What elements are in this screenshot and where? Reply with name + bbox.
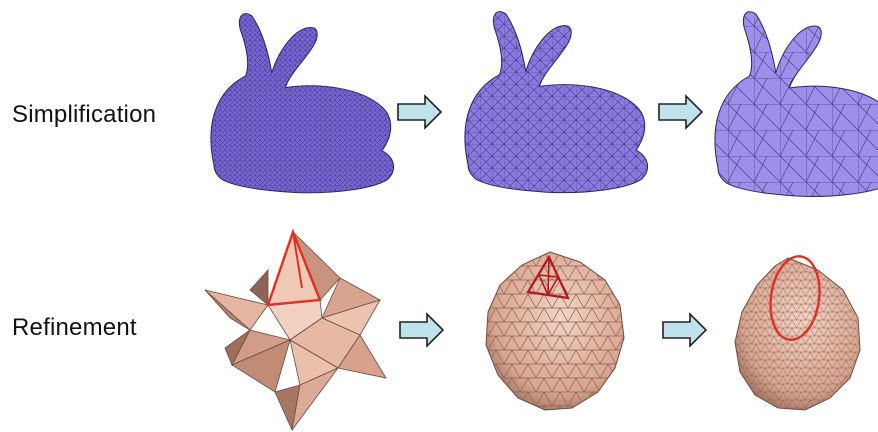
bunny-fine-mesh [200,0,400,205]
right-arrow-icon [659,96,702,128]
bunny-medium-mesh [455,0,655,205]
right-arrow-icon [400,314,443,346]
bunny-coarse-mesh [705,0,878,210]
refined-polyhedron-fine [730,252,870,417]
refined-polyhedron-medium [480,248,630,416]
stellated-polyhedron [205,232,386,430]
right-arrow-icon [663,314,706,346]
right-arrow-icon [398,96,441,128]
